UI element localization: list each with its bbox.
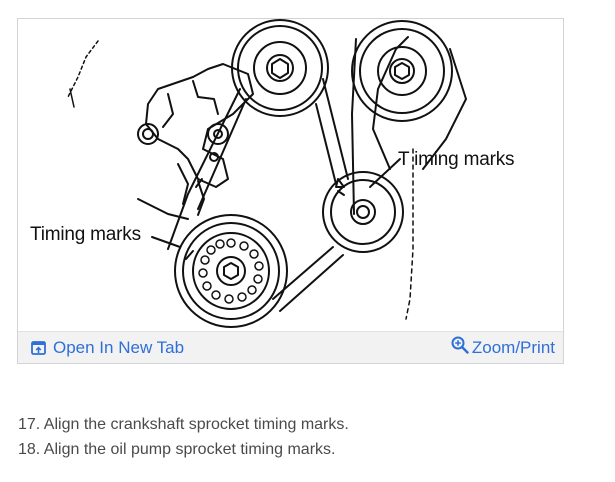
step-18: 18. Align the oil pump sprocket timing m… [18, 441, 336, 458]
timing-belt-diagram: Timing marks T iming marks [18, 19, 563, 331]
timing-marks-label-right: T iming marks [398, 149, 515, 170]
open-in-new-tab-icon [31, 341, 46, 355]
figure-card: Timing marks T iming marks Open In New T… [17, 18, 564, 364]
timing-belt-illustration [67, 19, 467, 328]
figure-toolbar: Open In New Tab Zoom/Print [18, 331, 563, 363]
zoom-print-button[interactable]: Zoom/Print [451, 332, 555, 364]
zoom-print-label: Zoom/Print [471, 338, 555, 357]
instruction-steps: 17. Align the crankshaft sprocket timing… [18, 412, 598, 462]
timing-marks-label-left: Timing marks [30, 224, 141, 245]
zoom-in-icon [451, 336, 469, 354]
open-in-new-tab-button[interactable]: Open In New Tab [31, 332, 184, 364]
step-17: 17. Align the crankshaft sprocket timing… [18, 416, 349, 433]
open-in-new-tab-label: Open In New Tab [53, 338, 185, 357]
